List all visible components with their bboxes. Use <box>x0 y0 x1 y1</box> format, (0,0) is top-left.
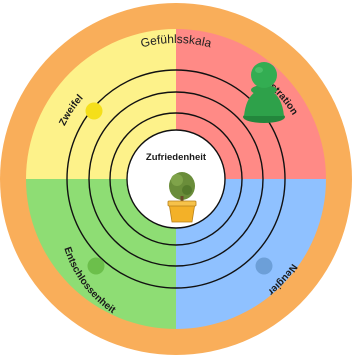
track-ring-inner <box>109 112 243 246</box>
quadrant-entschlossenheit <box>26 179 176 329</box>
track-rings <box>66 69 286 289</box>
player-pawn-icon[interactable] <box>243 62 285 123</box>
track-ring-middle <box>88 91 264 267</box>
board-title-text: Gefühlsskala <box>139 32 213 50</box>
potted-plant-icon <box>167 172 197 223</box>
board-title: Gefühlsskala <box>139 32 213 50</box>
quadrant-zweifel <box>26 29 176 179</box>
marker-entschlossenheit[interactable] <box>87 257 105 275</box>
quadrant-neugier <box>176 179 326 329</box>
center-label: Zufriedenheit <box>146 152 207 163</box>
track-ring-outer <box>66 69 286 289</box>
marker-neugier[interactable] <box>255 257 273 275</box>
marker-zweifel[interactable] <box>85 102 103 120</box>
